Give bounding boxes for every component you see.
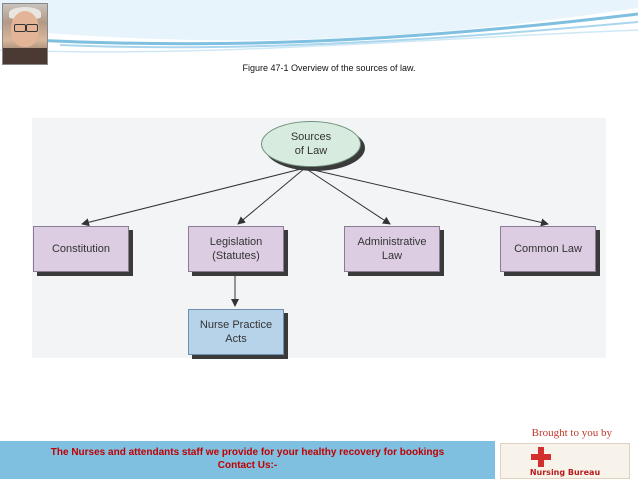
node-constitution: Constitution [33,226,129,272]
banner-line-1: The Nurses and attendants staff we provi… [0,446,495,459]
node-nurse-practice-acts: Nurse Practice Acts [188,309,284,355]
node-legislation: Legislation (Statutes) [188,226,284,272]
node-sources-of-law: Sources of Law [261,121,361,167]
brought-to-you-by-label: Brought to you by [532,427,612,439]
footer-banner: The Nurses and attendants staff we provi… [0,441,495,479]
nursing-bureau-logo: Nursing Bureau [500,443,630,479]
header-swoosh [0,0,638,90]
node-administrative-law: Administrative Law [344,226,440,272]
node-common-law: Common Law [500,226,596,272]
profile-photo [2,3,48,65]
figure-caption: Figure 47-1 Overview of the sources of l… [0,63,638,73]
banner-line-2: Contact Us:- [0,459,495,472]
red-cross-icon [531,447,551,467]
